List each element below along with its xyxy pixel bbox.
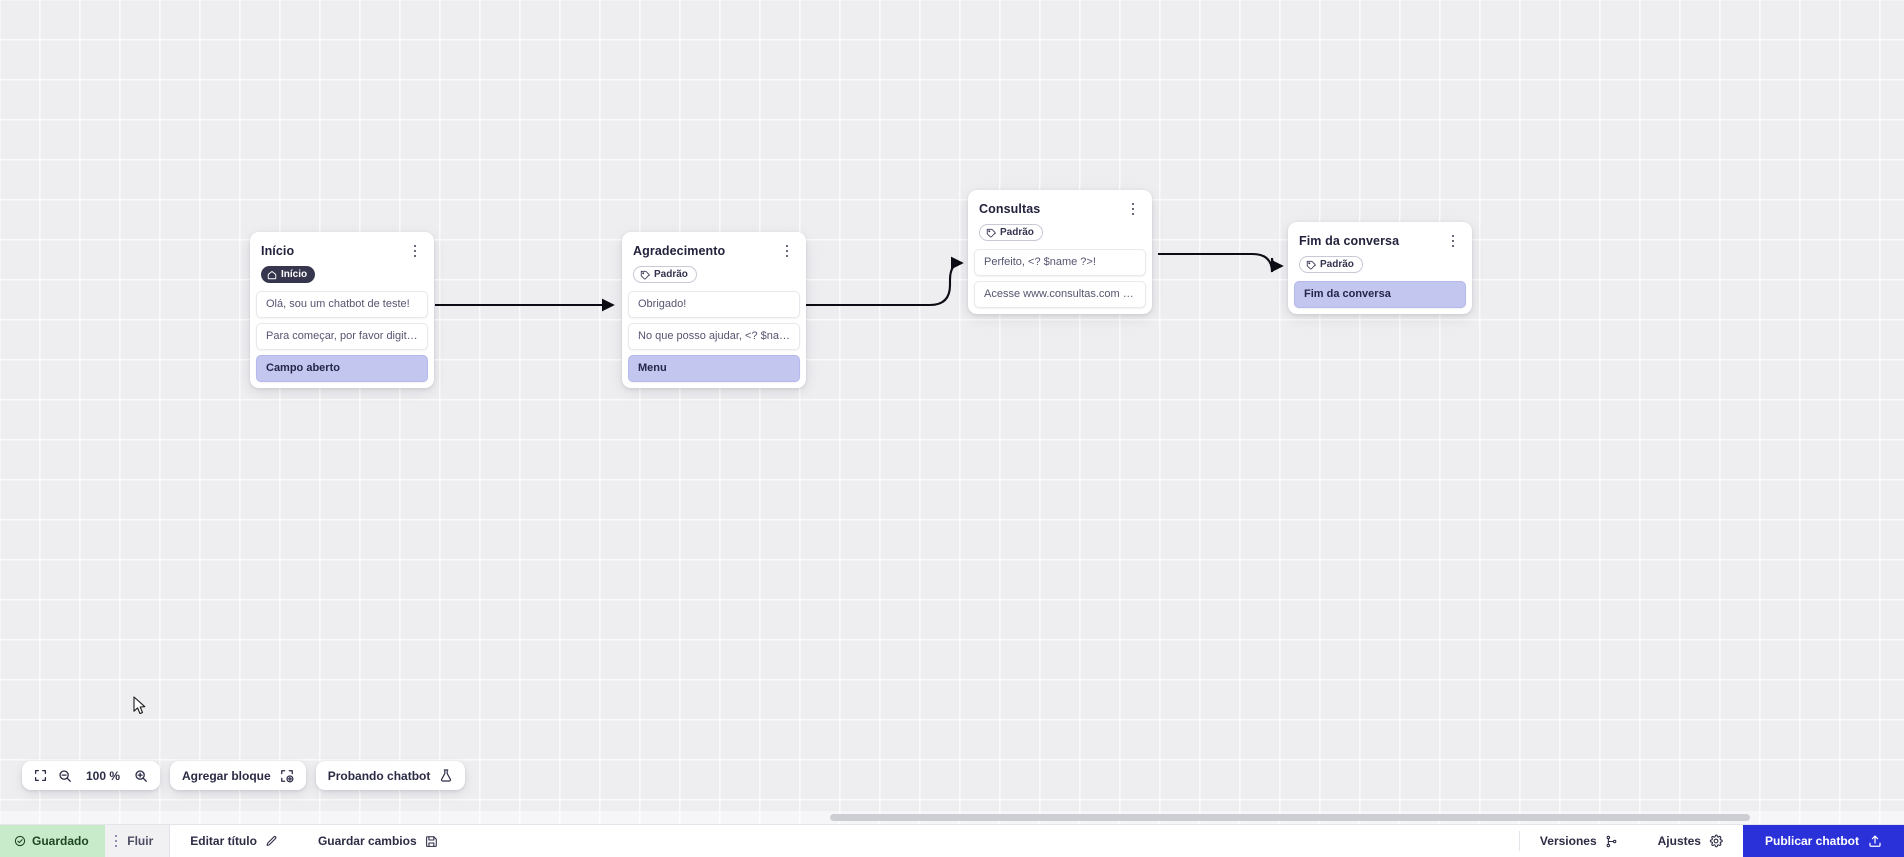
node-badge-label: Padrão — [654, 268, 688, 280]
flask-icon — [439, 768, 453, 783]
add-block-button[interactable]: Agregar bloque — [182, 769, 294, 783]
node-action[interactable]: Campo aberto — [256, 355, 428, 382]
publish-chatbot-button[interactable]: Publicar chatbot — [1742, 825, 1904, 857]
node-title: Fim da conversa — [1299, 234, 1400, 248]
versions-button[interactable]: Versiones — [1520, 825, 1638, 857]
flow-node-inicio[interactable]: Início Início Olá, sou um chatbot de tes… — [250, 232, 434, 388]
flow-canvas[interactable]: Início Início Olá, sou um chatbot de tes… — [0, 0, 1904, 824]
node-messages: Olá, sou um chatbot de teste! Para começ… — [250, 291, 434, 382]
zoom-out-icon[interactable] — [58, 769, 72, 783]
node-action[interactable]: Fim da conversa — [1294, 281, 1466, 308]
node-menu-button[interactable] — [1445, 232, 1461, 250]
tag-icon — [986, 228, 996, 237]
node-badge-start[interactable]: Início — [261, 266, 316, 283]
node-header: Agradecimento — [622, 232, 806, 260]
home-icon — [267, 270, 277, 279]
zoom-controls-group: 100 % — [22, 761, 160, 790]
node-messages: Fim da conversa — [1288, 281, 1472, 308]
kebab-icon[interactable] — [114, 834, 118, 848]
test-bot-group: Probando chatbot — [315, 761, 466, 790]
publish-chatbot-label: Publicar chatbot — [1764, 834, 1859, 848]
edit-title-button[interactable]: Editar título — [170, 825, 298, 857]
node-badge-label: Padrão — [1000, 226, 1034, 238]
zoom-in-icon[interactable] — [134, 769, 148, 783]
add-block-icon — [280, 769, 294, 783]
node-menu-button[interactable] — [1125, 200, 1141, 218]
add-block-group: Agregar bloque — [170, 761, 306, 790]
flow-node-agradecimento[interactable]: Agradecimento Padrão Obrigado! No que po… — [622, 232, 806, 388]
tag-icon — [640, 270, 650, 279]
branch-icon — [1606, 835, 1616, 847]
node-message[interactable]: Para começar, por favor digite o ... — [256, 323, 428, 350]
node-message[interactable]: Perfeito, <? $name ?>! — [974, 249, 1146, 276]
scrollbar-thumb[interactable] — [830, 814, 1750, 821]
node-message[interactable]: Obrigado! — [628, 291, 800, 318]
flow-node-consultas[interactable]: Consultas Padrão Perfeito, <? $name ?>! … — [968, 190, 1152, 314]
node-badge-row: Início — [250, 260, 434, 291]
node-header: Início — [250, 232, 434, 260]
add-block-label: Agregar bloque — [182, 768, 271, 783]
node-messages: Perfeito, <? $name ?>! Acesse www.consul… — [968, 249, 1152, 308]
edge-agradecimento-consultas — [803, 256, 964, 307]
node-badge-row: Padrão — [622, 260, 806, 291]
zoom-level-value: 100 % — [85, 768, 121, 783]
canvas-horizontal-scrollbar[interactable] — [0, 811, 1904, 824]
flow-node-fim-da-conversa[interactable]: Fim da conversa Padrão Fim da conversa — [1288, 222, 1472, 314]
node-badge-default[interactable]: Padrão — [1299, 256, 1363, 273]
saved-status-label: Guardado — [32, 834, 89, 848]
bottom-bar: Guardado Fluir Editar título Guardar cam… — [0, 824, 1904, 857]
node-menu-button[interactable] — [779, 242, 795, 260]
fit-screen-icon[interactable] — [34, 769, 47, 782]
node-header: Consultas — [968, 190, 1152, 218]
gear-icon — [1709, 834, 1723, 848]
save-changes-button[interactable]: Guardar cambios — [298, 825, 458, 857]
node-title: Início — [261, 244, 295, 258]
node-title: Consultas — [979, 202, 1041, 216]
versions-label: Versiones — [1539, 834, 1597, 848]
pencil-icon — [266, 835, 277, 846]
tab-fluir[interactable]: Fluir — [104, 825, 171, 857]
test-chatbot-label: Probando chatbot — [327, 768, 431, 783]
check-circle-icon — [14, 835, 26, 847]
tab-fluir-label: Fluir — [127, 834, 154, 848]
tag-icon — [1306, 260, 1316, 269]
save-changes-label: Guardar cambios — [317, 834, 417, 848]
save-disk-icon — [425, 835, 437, 847]
canvas-toolbar: 100 % Agregar bloque — [22, 761, 466, 790]
edit-title-label: Editar título — [190, 834, 257, 848]
edge-layer — [435, 252, 1284, 312]
node-badge-row: Padrão — [1288, 250, 1472, 281]
node-menu-button[interactable] — [407, 242, 423, 260]
node-message[interactable]: Olá, sou um chatbot de teste! — [256, 291, 428, 318]
bottom-bar-spacer — [458, 825, 1519, 857]
node-badge-default[interactable]: Padrão — [633, 266, 697, 283]
node-action[interactable]: Menu — [628, 355, 800, 382]
node-message[interactable]: No que posso ajudar, <? $name ... — [628, 323, 800, 350]
settings-label: Ajustes — [1657, 834, 1701, 848]
settings-button[interactable]: Ajustes — [1638, 825, 1743, 857]
node-badge-label: Início — [281, 268, 308, 280]
edge-consultas-fim — [1158, 252, 1284, 273]
node-title: Agradecimento — [633, 244, 726, 258]
divider — [1518, 831, 1520, 851]
upload-icon — [1869, 835, 1881, 847]
saved-status-badge: Guardado — [0, 825, 105, 857]
node-badge-default[interactable]: Padrão — [979, 224, 1043, 241]
node-messages: Obrigado! No que posso ajudar, <? $name … — [622, 291, 806, 382]
node-header: Fim da conversa — [1288, 222, 1472, 250]
node-badge-label: Padrão — [1320, 258, 1354, 270]
test-chatbot-button[interactable]: Probando chatbot — [328, 768, 454, 783]
node-badge-row: Padrão — [968, 218, 1152, 249]
node-message[interactable]: Acesse www.consultas.com par... — [974, 281, 1146, 308]
